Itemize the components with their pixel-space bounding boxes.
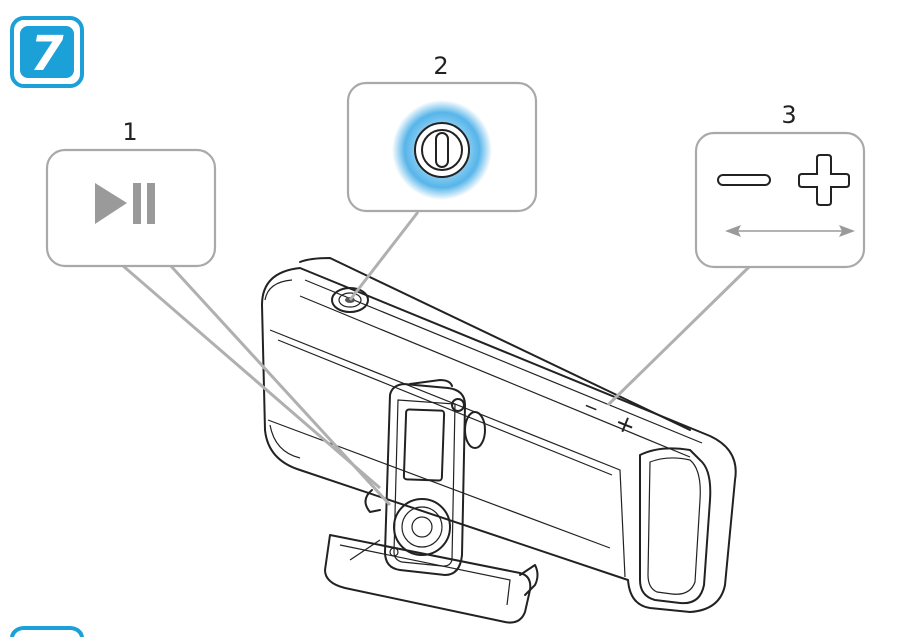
step-badge: 7 — [10, 16, 84, 88]
next-step-badge-edge — [10, 626, 84, 637]
callout-number-2: 2 — [433, 52, 448, 80]
callout-bubble-3 — [694, 131, 866, 269]
step-number: 7 — [30, 26, 64, 82]
device-minus-label: − — [580, 395, 602, 420]
play-pause-icon — [95, 183, 155, 224]
callout-number-1: 1 — [122, 118, 137, 146]
power-icon — [414, 122, 470, 178]
minus-icon — [717, 174, 771, 186]
plus-icon — [798, 154, 850, 206]
callout-bubble-2 — [346, 81, 538, 213]
callout-bubble-1 — [45, 148, 217, 268]
callout-number-3: 3 — [781, 101, 796, 129]
media-player — [384, 379, 466, 576]
device-plus-label: + — [611, 408, 640, 441]
double-arrow-icon — [725, 225, 855, 237]
dock-base — [324, 411, 539, 624]
leader-lines — [121, 211, 752, 507]
speaker-body: − + — [261, 257, 737, 613]
